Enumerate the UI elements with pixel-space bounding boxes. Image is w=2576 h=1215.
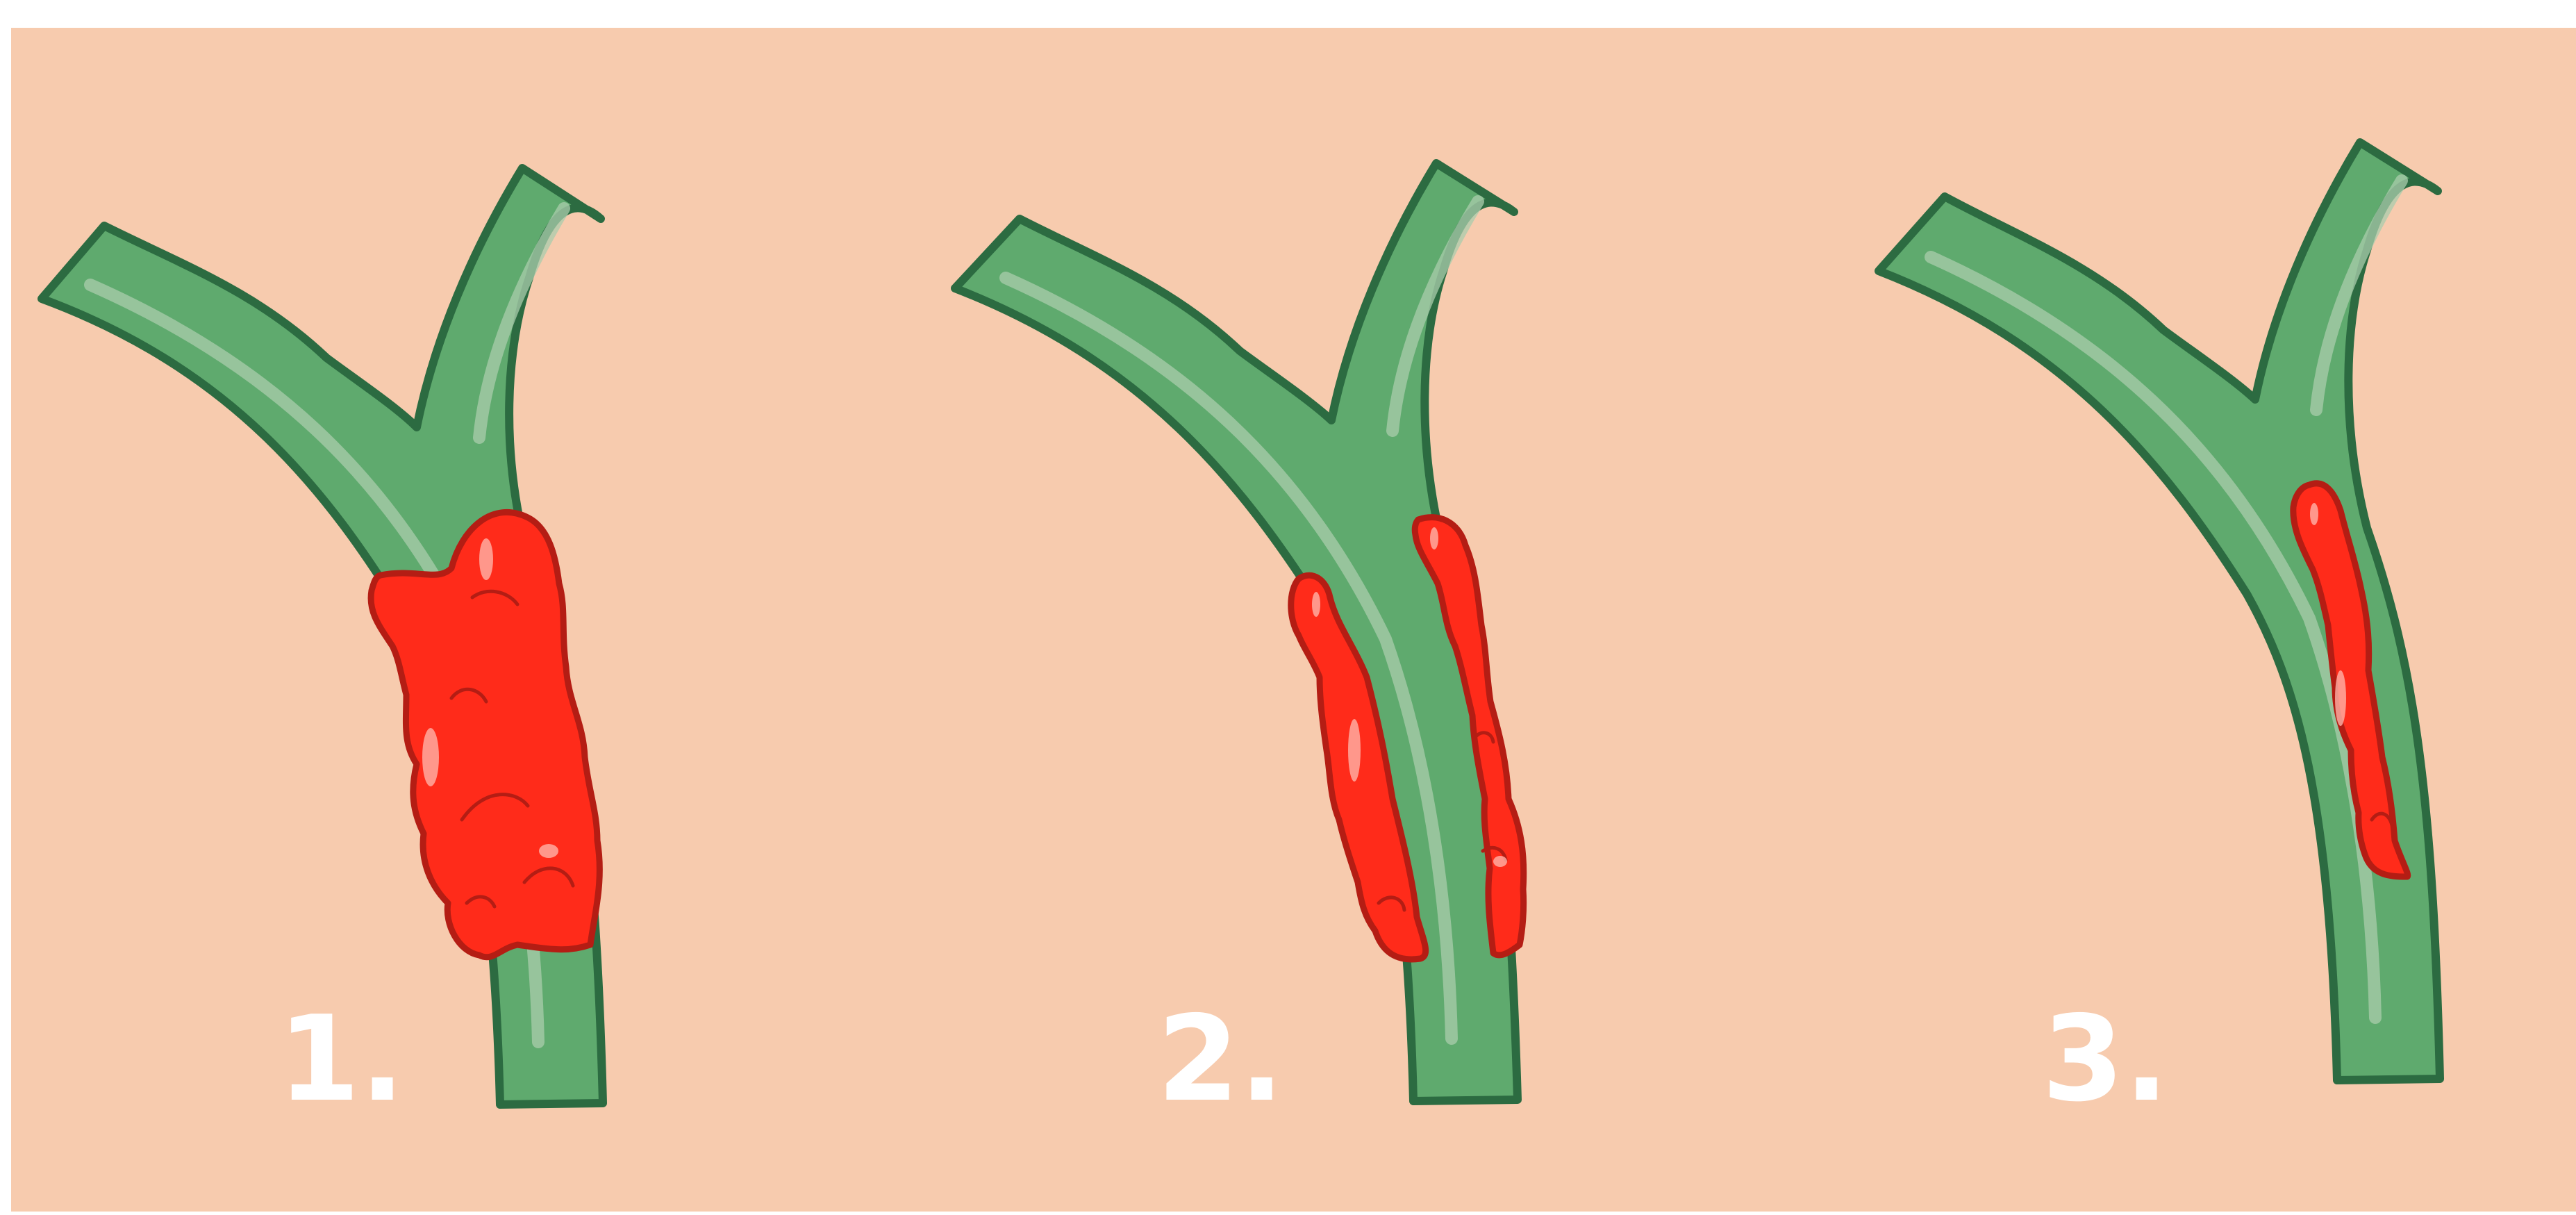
- clot-shine: [1348, 719, 1361, 782]
- panel-label-1: 1.: [278, 1000, 405, 1118]
- clot-shine: [2310, 503, 2318, 525]
- clot-shine: [479, 538, 493, 580]
- clot-shine: [1493, 856, 1507, 867]
- top-margin: [0, 0, 2576, 28]
- clot-shine: [422, 728, 439, 786]
- clot-shine: [1312, 592, 1320, 617]
- panel-label-2: 2.: [1157, 1000, 1284, 1118]
- clot-shine: [1430, 527, 1438, 549]
- panel-label-3: 3.: [2042, 1000, 2169, 1118]
- clot-shine: [539, 844, 558, 858]
- clot-shine: [2335, 670, 2346, 726]
